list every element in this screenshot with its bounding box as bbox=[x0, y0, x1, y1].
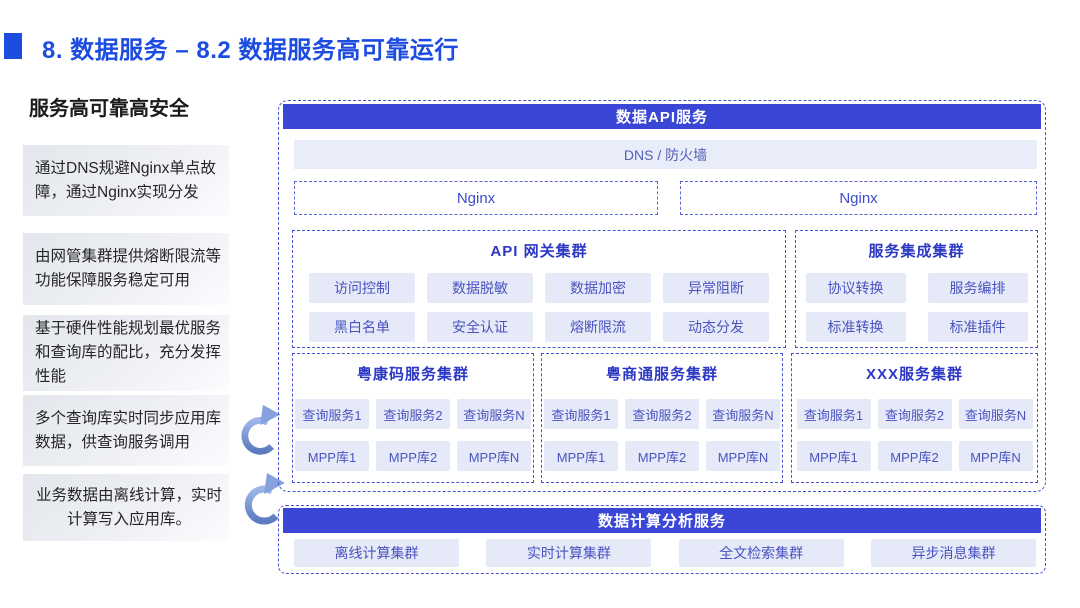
title-accent-square bbox=[4, 33, 22, 59]
service-cluster-yueshangtong: 粤商通服务集群 查询服务1 查询服务2 查询服务N MPP库1 MPP库2 MP… bbox=[541, 353, 783, 483]
gateway-item: 异常阻断 bbox=[663, 273, 769, 303]
integration-row: 标准转换 标准插件 bbox=[796, 312, 1037, 342]
compute-cluster: 异步消息集群 bbox=[870, 539, 1036, 567]
service-integration-cluster-box: 服务集成集群 协议转换 服务编排 标准转换 标准插件 bbox=[795, 230, 1038, 348]
service-cluster-yuekangma: 粤康码服务集群 查询服务1 查询服务2 查询服务N MPP库1 MPP库2 MP… bbox=[292, 353, 534, 483]
sidebar-note-sync: 多个查询库实时同步应用库数据，供查询服务调用 bbox=[23, 395, 229, 466]
integration-item: 协议转换 bbox=[805, 273, 906, 303]
api-gateway-cluster-title: API 网关集群 bbox=[490, 243, 588, 260]
mpp-db: MPP库N bbox=[706, 441, 780, 471]
service-integration-cluster-title: 服务集成集群 bbox=[868, 243, 965, 260]
service-cluster-title: 粤商通服务集群 bbox=[605, 366, 718, 383]
gateway-item: 数据脱敏 bbox=[427, 273, 533, 303]
service-cluster-title: XXX服务集群 bbox=[865, 366, 963, 383]
query-service: 查询服务1 bbox=[544, 399, 618, 429]
compute-cluster: 离线计算集群 bbox=[294, 539, 459, 567]
compute-service-frame bbox=[278, 505, 1046, 574]
service-cluster-title: 粤康码服务集群 bbox=[356, 366, 469, 383]
gateway-item: 访问控制 bbox=[309, 273, 415, 303]
query-service: 查询服务N bbox=[706, 399, 780, 429]
nginx-node-right: Nginx bbox=[680, 181, 1037, 215]
integration-item: 服务编排 bbox=[927, 273, 1028, 303]
page-title: 8. 数据服务 – 8.2 数据服务高可靠运行 bbox=[42, 37, 459, 64]
api-service-frame bbox=[278, 100, 1046, 492]
sidebar-note-gateway: 由网管集群提供熔断限流等功能保障服务稳定可用 bbox=[23, 233, 229, 305]
query-service: 查询服务N bbox=[958, 399, 1033, 429]
sidebar-note-text: 业务数据由离线计算，实时计算写入应用库。 bbox=[35, 486, 222, 528]
gateway-item: 熔断限流 bbox=[545, 312, 651, 342]
gateway-item: 黑白名单 bbox=[309, 312, 415, 342]
compute-service-header: 数据计算分析服务 bbox=[283, 508, 1041, 533]
mpp-db: MPP库1 bbox=[295, 441, 369, 471]
sidebar-note-text: 由网管集群提供熔断限流等功能保障服务稳定可用 bbox=[35, 248, 222, 289]
sidebar-note-text: 基于硬件性能规划最优服务和查询库的配比，充分发挥性能 bbox=[35, 320, 222, 385]
mpp-db: MPP库1 bbox=[796, 441, 871, 471]
query-service: 查询服务1 bbox=[796, 399, 871, 429]
mpp-db: MPP库2 bbox=[877, 441, 952, 471]
mpp-db: MPP库2 bbox=[376, 441, 450, 471]
sidebar-heading: 服务高可靠高安全 bbox=[29, 98, 189, 120]
gateway-row: 黑白名单 安全认证 熔断限流 动态分发 bbox=[293, 312, 785, 342]
dns-firewall-bar: DNS / 防火墙 bbox=[294, 140, 1037, 169]
query-service-row: 查询服务1 查询服务2 查询服务N bbox=[293, 399, 533, 429]
mpp-db: MPP库2 bbox=[625, 441, 699, 471]
compute-cluster-row: 离线计算集群 实时计算集群 全文检索集群 异步消息集群 bbox=[294, 539, 1036, 567]
query-service: 查询服务N bbox=[457, 399, 531, 429]
sidebar-note-hardware: 基于硬件性能规划最优服务和查询库的配比，充分发挥性能 bbox=[23, 315, 229, 391]
mpp-db-row: MPP库1 MPP库2 MPP库N bbox=[542, 441, 782, 471]
gateway-item: 数据加密 bbox=[545, 273, 651, 303]
gateway-item: 动态分发 bbox=[663, 312, 769, 342]
query-service-row: 查询服务1 查询服务2 查询服务N bbox=[542, 399, 782, 429]
api-service-header: 数据API服务 bbox=[283, 104, 1041, 129]
mpp-db-row: MPP库1 MPP库2 MPP库N bbox=[792, 441, 1037, 471]
integration-row: 协议转换 服务编排 bbox=[796, 273, 1037, 303]
mpp-db-row: MPP库1 MPP库2 MPP库N bbox=[293, 441, 533, 471]
compute-cluster: 全文检索集群 bbox=[678, 539, 844, 567]
query-service: 查询服务1 bbox=[295, 399, 369, 429]
nginx-node-left: Nginx bbox=[294, 181, 658, 215]
sidebar-note-text: 通过DNS规避Nginx单点故障，通过Nginx实现分发 bbox=[35, 159, 216, 201]
sidebar-note-dns: 通过DNS规避Nginx单点故障，通过Nginx实现分发 bbox=[23, 145, 229, 216]
api-gateway-cluster-box: API 网关集群 访问控制 数据脱敏 数据加密 异常阻断 黑白名单 安全认证 熔… bbox=[292, 230, 786, 348]
service-cluster-xxx: XXX服务集群 查询服务1 查询服务2 查询服务N MPP库1 MPP库2 MP… bbox=[791, 353, 1038, 483]
query-service: 查询服务2 bbox=[625, 399, 699, 429]
gateway-row: 访问控制 数据脱敏 数据加密 异常阻断 bbox=[293, 273, 785, 303]
sync-arrow-icon bbox=[241, 404, 281, 455]
integration-item: 标准插件 bbox=[927, 312, 1028, 342]
compute-cluster: 实时计算集群 bbox=[486, 539, 652, 567]
query-service: 查询服务2 bbox=[376, 399, 450, 429]
sidebar-note-compute: 业务数据由离线计算，实时计算写入应用库。 bbox=[23, 474, 229, 541]
sidebar-note-text: 多个查询库实时同步应用库数据，供查询服务调用 bbox=[35, 409, 222, 451]
integration-item: 标准转换 bbox=[805, 312, 906, 342]
query-service: 查询服务2 bbox=[877, 399, 952, 429]
mpp-db: MPP库N bbox=[457, 441, 531, 471]
mpp-db: MPP库N bbox=[958, 441, 1033, 471]
gateway-item: 安全认证 bbox=[427, 312, 533, 342]
query-service-row: 查询服务1 查询服务2 查询服务N bbox=[792, 399, 1037, 429]
mpp-db: MPP库1 bbox=[544, 441, 618, 471]
